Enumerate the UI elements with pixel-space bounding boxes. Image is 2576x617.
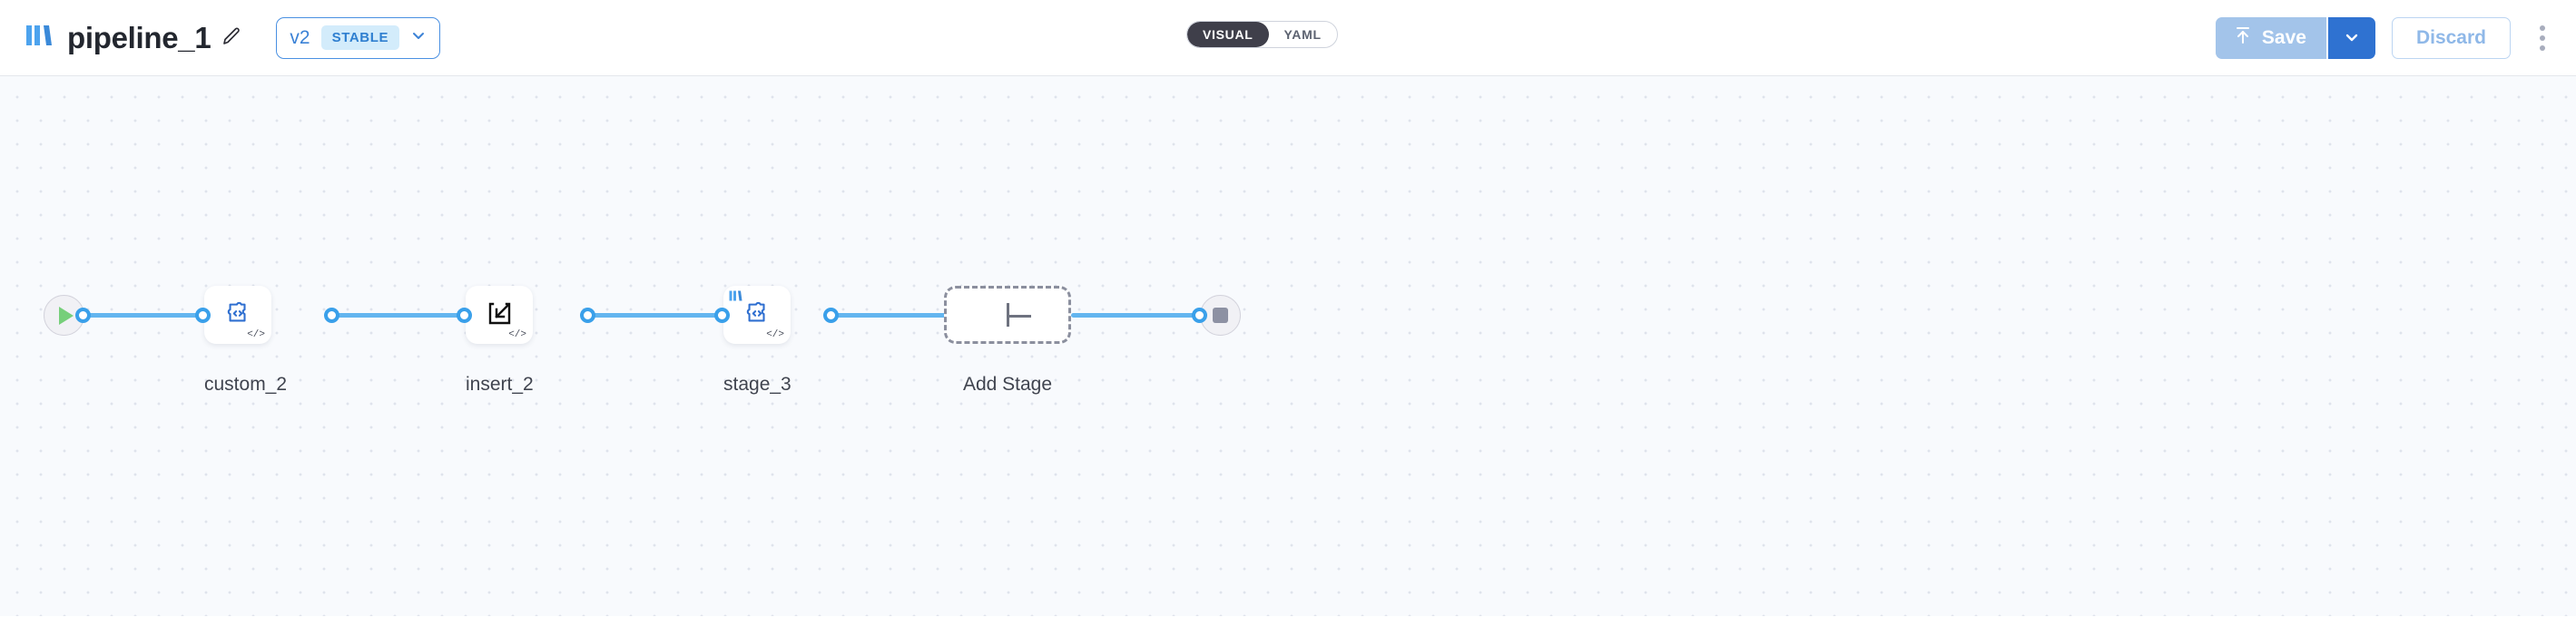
pipeline-bars-logo-icon [729,289,742,307]
port-stage3-input[interactable] [714,308,730,323]
edge-start-to-custom2 [84,313,211,318]
save-button-label: Save [2261,27,2306,48]
stop-icon [1213,308,1228,323]
port-custom2-output[interactable] [324,308,339,323]
version-label: v2 [290,26,310,48]
port-stage3-output[interactable] [823,308,839,323]
save-button[interactable]: Save [2215,17,2326,59]
view-mode-toggle[interactable]: VISUAL YAML [1186,21,1338,48]
chevron-down-icon [2343,28,2361,49]
kebab-menu-icon [2540,25,2545,31]
edge-insert2-to-stage3 [588,313,723,318]
edge-addstage-to-end [1071,313,1200,318]
stage-node-stage-3[interactable]: </> [723,286,791,344]
port-insert2-input[interactable] [457,308,472,323]
port-custom2-input[interactable] [195,308,211,323]
status-badge: STABLE [320,25,400,50]
pipeline-canvas[interactable]: </> custom_2 </> insert_2 [0,76,2576,616]
code-badge: </> [247,329,265,340]
page-title: pipeline_1 [67,20,211,54]
add-stage-label: Add Stage [962,374,1053,395]
port-start-output[interactable] [75,308,91,323]
add-stage-button[interactable] [944,286,1071,344]
kebab-dot [2540,35,2545,41]
stage-node-custom-2[interactable]: </> [204,286,271,344]
tab-visual[interactable]: VISUAL [1187,22,1269,47]
code-badge: </> [508,329,526,340]
edit-title-button[interactable] [214,21,249,55]
upload-arrow-icon [2234,25,2252,51]
stage-label-custom-2: custom_2 [204,374,288,395]
discard-button[interactable]: Discard [2391,17,2511,59]
stage-node-insert-2[interactable]: </> [466,286,533,344]
chevron-down-icon [410,27,427,48]
port-end-input[interactable] [1192,308,1207,323]
play-icon [59,306,74,325]
brand-group: pipeline_1 [25,21,211,55]
version-selector[interactable]: v2 STABLE [276,16,441,59]
stage-label-insert-2: insert_2 [466,374,534,395]
edge-custom2-to-insert2 [332,313,465,318]
save-options-button[interactable] [2325,17,2375,59]
kebab-dot [2540,45,2545,51]
puzzle-code-icon [743,299,771,331]
stage-label-stage-3: stage_3 [723,374,791,395]
port-insert2-output[interactable] [580,308,595,323]
header-actions: Save Discard [2215,0,2558,76]
edge-stage3-to-addstage [831,313,951,318]
tab-yaml[interactable]: YAML [1269,22,1337,47]
pipeline-bars-logo-icon [25,23,53,53]
code-badge: </> [766,329,784,340]
save-split-button[interactable]: Save [2215,17,2375,59]
insert-import-icon [485,299,514,332]
pencil-icon [221,25,242,50]
more-options-button[interactable] [2527,17,2558,59]
app-header: pipeline_1 v2 STABLE VISUAL YAML [0,0,2576,76]
puzzle-code-icon [224,299,251,331]
